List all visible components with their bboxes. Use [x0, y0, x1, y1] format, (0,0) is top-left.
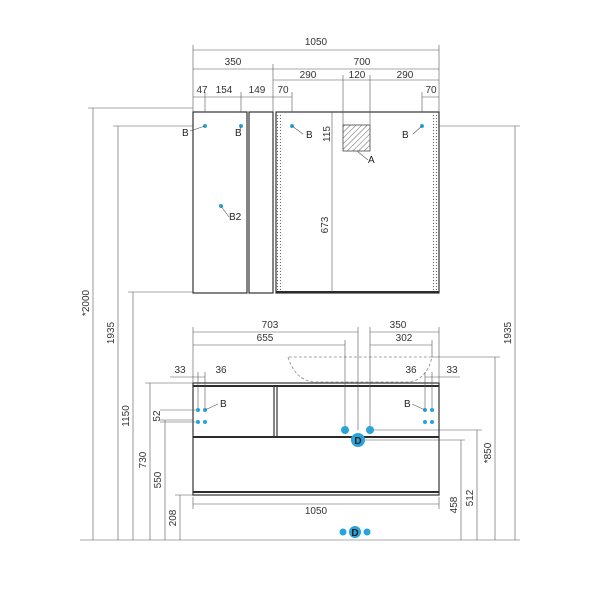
dim-left-cabinet: 350: [225, 57, 242, 68]
dim-33-left: 33: [174, 365, 186, 376]
dim-290-right: 290: [397, 70, 414, 81]
connection-point: [423, 420, 427, 424]
top-dimension-chains: [192, 45, 440, 125]
floor-water-point: [363, 528, 371, 536]
dim-h458: 458: [449, 496, 460, 513]
label-b-bottom-right: B: [404, 399, 411, 410]
connection-point: [203, 420, 207, 424]
upper-cabinet-right: [275, 111, 440, 294]
dim-673: 673: [320, 216, 331, 233]
socket-box-a: [342, 124, 371, 152]
leader-a: [356, 150, 369, 161]
connection-point: [196, 420, 200, 424]
dim-149: 149: [249, 85, 266, 96]
floor-drain-d: [349, 526, 361, 538]
connection-point: [196, 408, 200, 412]
dim-115: 115: [322, 126, 333, 142]
dim-52: 52: [152, 410, 163, 422]
label-b-top-2: B: [235, 128, 242, 139]
dim-w655: 655: [257, 333, 274, 344]
dim-right-cabinet: 700: [354, 57, 371, 68]
dim-h550: 550: [153, 471, 164, 488]
dim-h512: 512: [465, 489, 476, 506]
dim-h1935-left: 1935: [106, 321, 117, 344]
label-a: A: [368, 155, 375, 166]
dim-w302: 302: [396, 333, 413, 344]
dim-h730: 730: [138, 451, 149, 468]
dim-290-left: 290: [300, 70, 317, 81]
dim-36-left: 36: [215, 365, 227, 376]
dim-70-left: 70: [277, 85, 289, 96]
height-dimensions: [80, 107, 520, 541]
dim-w1050-bottom: 1050: [305, 506, 328, 517]
dim-120: 120: [349, 70, 366, 81]
hot-water-point: [366, 426, 374, 434]
label-b-bottom-left: B: [220, 399, 227, 410]
label-b2: B2: [229, 212, 242, 223]
cold-water-point: [341, 426, 349, 434]
label-b-top-1: B: [182, 128, 189, 139]
dim-h850: *850: [483, 442, 494, 463]
label-b-top-3: B: [306, 130, 313, 141]
dim-h2000: *2000: [81, 289, 92, 316]
base-cabinet: [192, 382, 440, 496]
dim-154: 154: [216, 85, 233, 96]
dim-33-right: 33: [446, 365, 458, 376]
dim-w703: 703: [262, 320, 279, 331]
upper-cabinet-left: [192, 111, 274, 294]
dim-h1150: 1150: [121, 405, 132, 427]
dim-h1935-right: 1935: [503, 321, 514, 344]
washbasin-outline: [287, 356, 433, 383]
label-d-upper: D: [354, 436, 361, 447]
label-b-top-4: B: [402, 130, 409, 141]
floor-water-point: [339, 528, 347, 536]
connection-point: [430, 420, 434, 424]
dim-47: 47: [196, 85, 208, 96]
drain-point-d: [351, 433, 365, 447]
dim-w350-bottom: 350: [390, 320, 407, 331]
label-d-lower: D: [351, 528, 358, 539]
dim-top-total: 1050: [305, 37, 328, 48]
dim-36-right: 36: [405, 365, 417, 376]
connection-point: [430, 408, 434, 412]
base-dimension-chains: [160, 327, 460, 509]
dim-70-right: 70: [425, 85, 437, 96]
dim-h208: 208: [168, 509, 179, 526]
